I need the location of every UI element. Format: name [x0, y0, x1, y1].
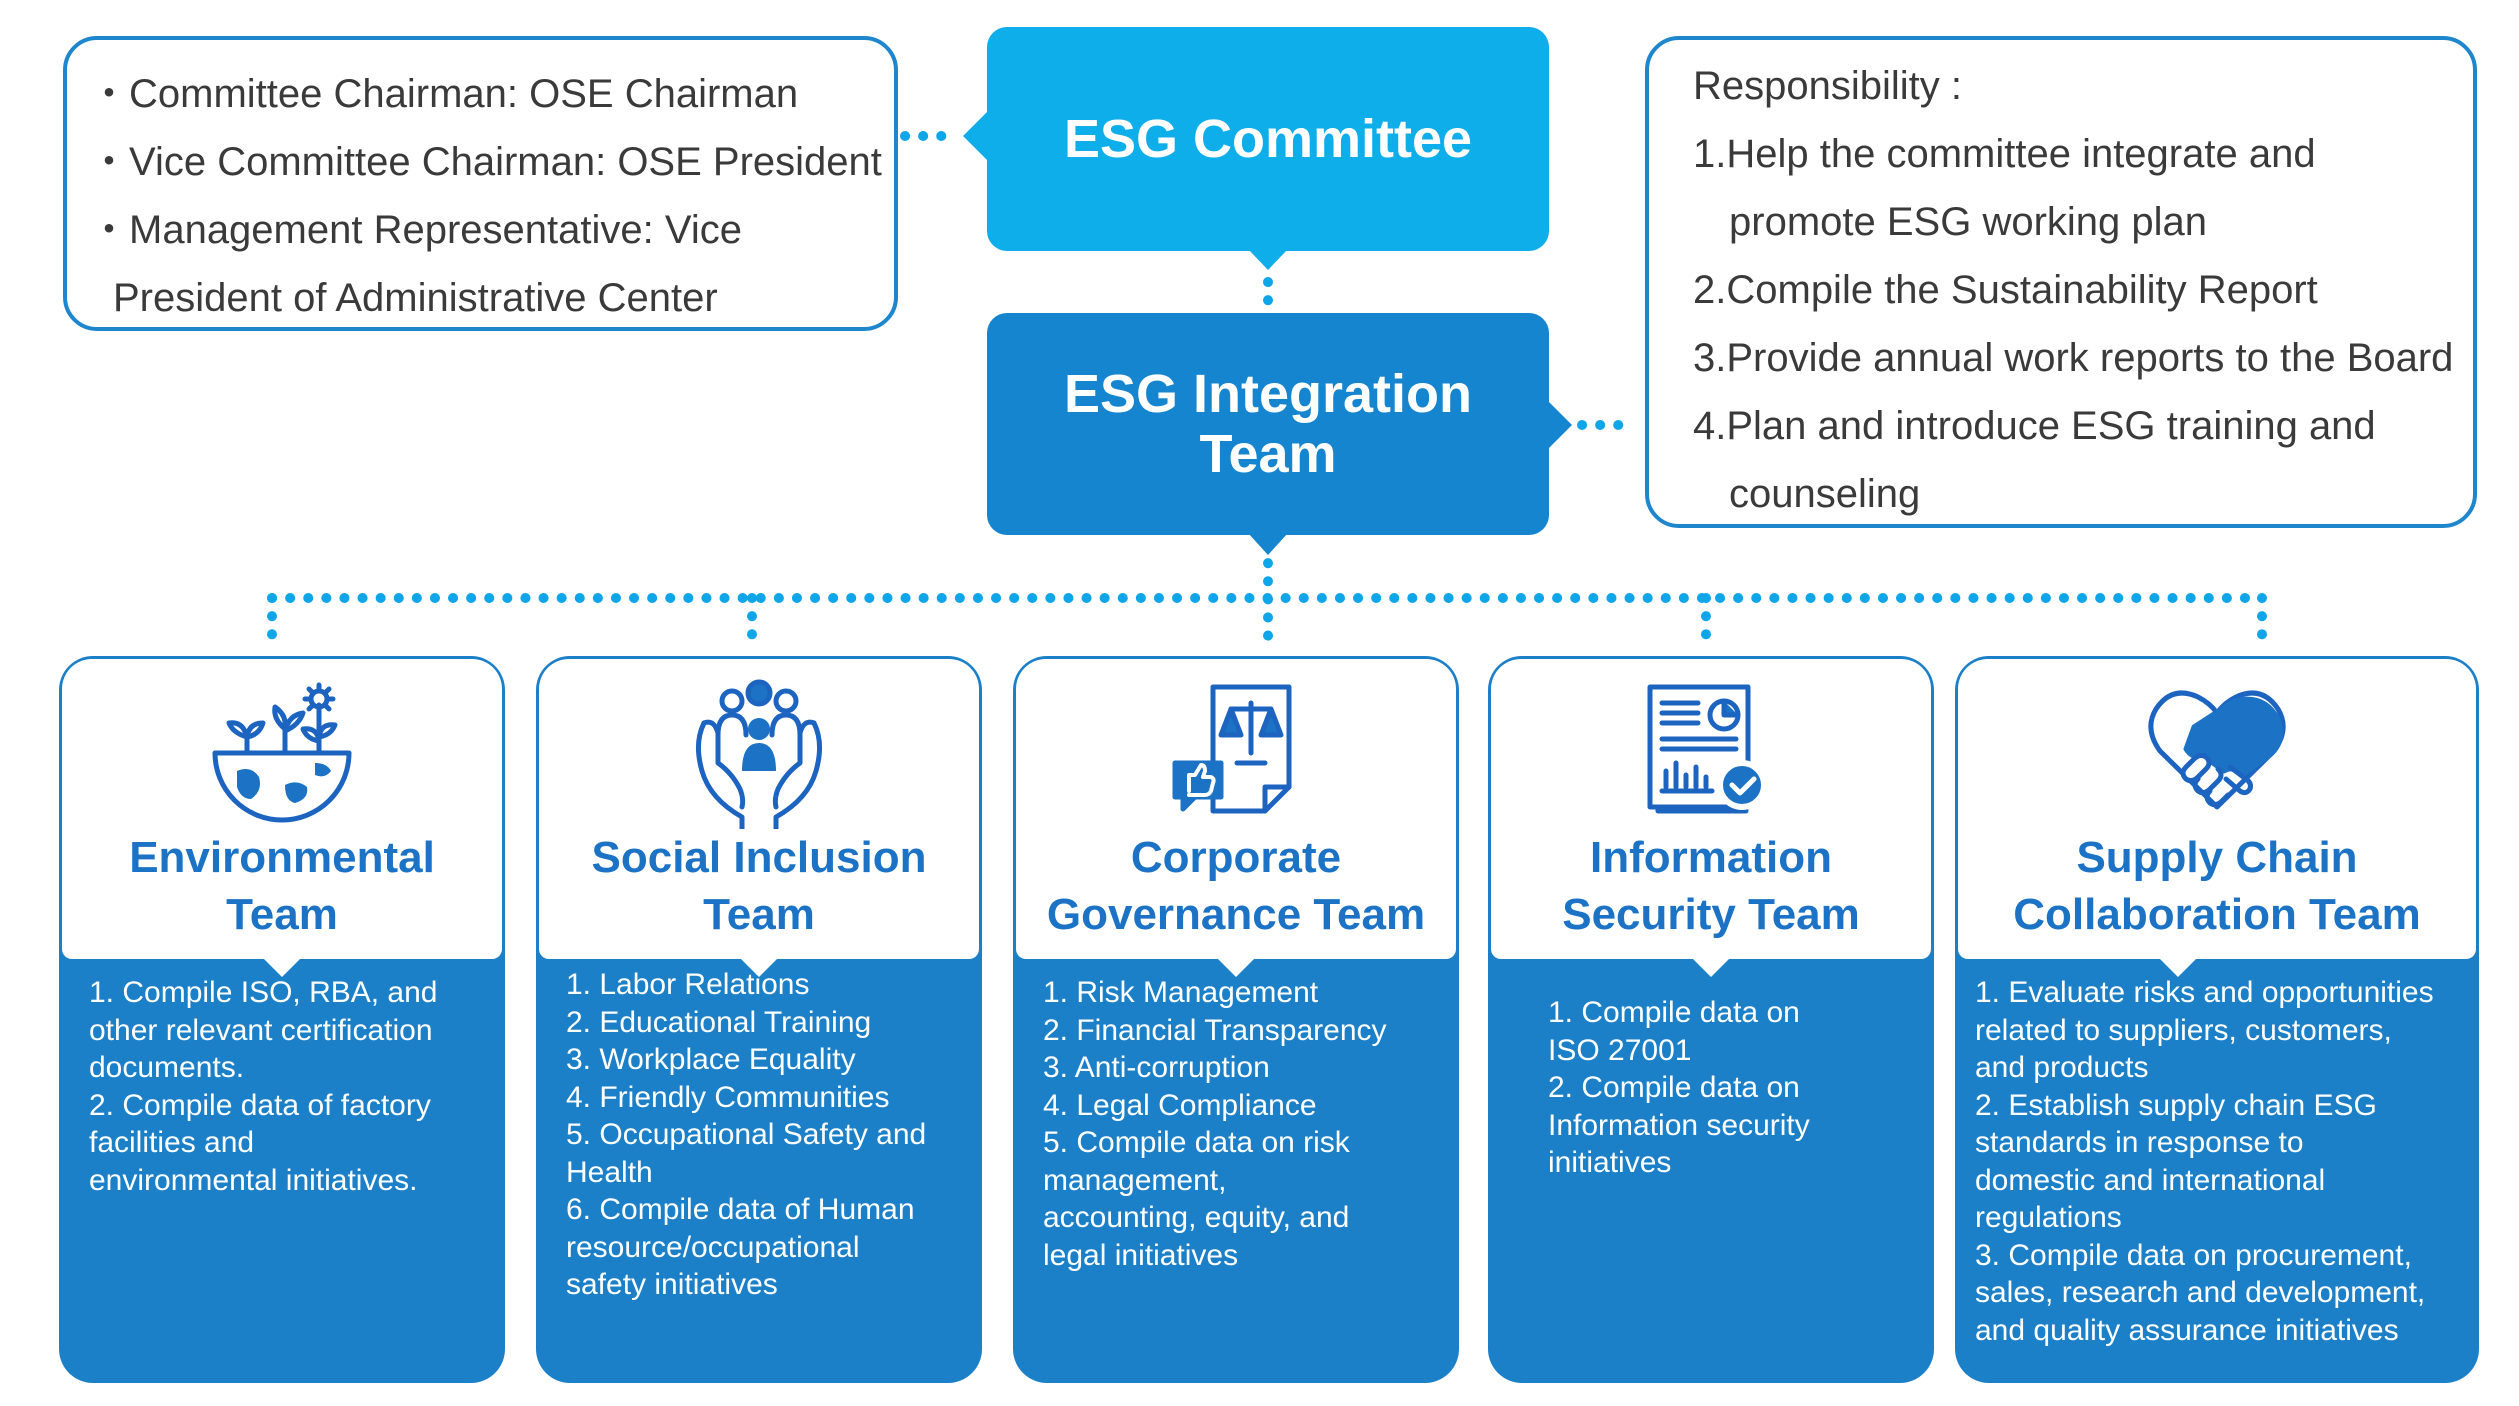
responsibility-heading: Responsibility :	[1693, 64, 1963, 108]
integration-title-line1: ESG Integration	[1063, 364, 1473, 424]
list-item: 2. Educational Training	[566, 1005, 872, 1039]
committee-pointer-down	[1248, 249, 1288, 270]
team-task-list: 1. Evaluate risks and opportunities rela…	[1963, 974, 2475, 1349]
team-header: Information Security Team	[1491, 659, 1931, 977]
globe-plants-icon	[212, 682, 352, 823]
supply-chain-collaboration-team-card: Supply Chain Collaboration Team 1. Evalu…	[1955, 656, 2479, 1383]
committee-members-box: ・Committee Chairman: OSE Chairman ・Vice …	[63, 36, 898, 331]
list-item: management,	[1043, 1163, 1227, 1197]
list-item: 5. Compile data on risk	[1043, 1126, 1350, 1159]
list-item: 4. Legal Compliance	[1043, 1088, 1317, 1122]
scales-document-icon	[1172, 684, 1292, 814]
handshake-heart-icon	[2148, 690, 2286, 810]
team-header: Corporate Governance Team	[1016, 659, 1456, 977]
list-item: regulations	[1975, 1201, 2122, 1234]
list-item: accounting, equity, and	[1043, 1201, 1350, 1234]
responsibility-line: 4.Plan and introduce ESG training and	[1693, 404, 2376, 448]
integration-pointer-down	[1248, 533, 1288, 555]
list-item: ISO 27001	[1548, 1033, 1692, 1067]
list-item: initiatives	[1548, 1146, 1672, 1179]
team-title: Supply Chain Collaboration Team	[2013, 833, 2421, 939]
list-item: 3. Compile data on procurement,	[1975, 1238, 2412, 1272]
list-item: and products	[1975, 1051, 2149, 1084]
list-item: Health	[566, 1155, 653, 1189]
list-item: and quality assurance initiatives	[1975, 1313, 2399, 1347]
chairman-line: ・Committee Chairman: OSE Chairman	[89, 72, 799, 116]
list-item: 3. Workplace Equality	[566, 1043, 856, 1076]
social-inclusion-team-card: Social Inclusion Team 1. Labor Relations…	[536, 656, 982, 1383]
list-item: Information security	[1548, 1108, 1810, 1142]
list-item: related to suppliers, customers,	[1975, 1013, 2392, 1047]
team-header: Supply Chain Collaboration Team	[1958, 659, 2476, 977]
management-representative-line-cont: President of Administrative Center	[113, 276, 718, 320]
list-item: 4. Friendly Communities	[566, 1080, 890, 1114]
team-title: Environmental Team	[129, 833, 435, 939]
list-item: 1. Compile ISO, RBA, and	[89, 976, 438, 1009]
list-item: sales, research and development,	[1975, 1276, 2426, 1309]
team-title: Corporate Governance Team	[1046, 833, 1426, 939]
list-item: 1. Labor Relations	[566, 968, 810, 1001]
list-item: legal initiatives	[1043, 1238, 1239, 1272]
responsibility-line: promote ESG working plan	[1729, 200, 2208, 244]
list-item: 2. Compile data of factory	[89, 1088, 431, 1122]
team-task-list: 1. Compile ISO, RBA, and other relevant …	[77, 974, 501, 1199]
information-security-team-card: Information Security Team 1. Compile dat…	[1488, 656, 1934, 1383]
list-item: facilities and	[89, 1126, 255, 1159]
esg-committee-title: ESG Committee	[1063, 109, 1473, 169]
list-item: 5. Occupational Safety and	[566, 1118, 927, 1151]
list-item: 2. Financial Transparency	[1043, 1013, 1387, 1047]
list-item: 2. Compile data on	[1548, 1071, 1800, 1104]
list-item: resource/occupational	[566, 1230, 860, 1264]
list-item: 2. Establish supply chain ESG	[1975, 1088, 2377, 1122]
committee-pointer-left	[963, 110, 989, 162]
integration-title-line2: Team	[1199, 424, 1337, 484]
responsibility-line: 2.Compile the Sustainability Report	[1693, 268, 2318, 312]
environmental-team-card: Environmental Team 1. Compile ISO, RBA, …	[59, 656, 505, 1383]
hands-people-icon	[696, 679, 822, 829]
team-task-list: 1. Risk Management 2. Financial Transpar…	[1031, 974, 1455, 1274]
management-representative-line: ・Management Representative: Vice	[89, 208, 742, 252]
list-item: environmental initiatives.	[89, 1163, 418, 1197]
list-item: other relevant certification	[89, 1013, 433, 1047]
responsibility-line: 1.Help the committee integrate and	[1693, 132, 2316, 176]
team-task-list: 1. Compile data on ISO 27001 2. Compile …	[1536, 994, 1930, 1182]
team-header: Environmental Team	[62, 659, 502, 977]
list-item: 1. Evaluate risks and opportunities	[1975, 976, 2434, 1009]
responsibility-box: Responsibility : 1.Help the committee in…	[1645, 36, 2477, 528]
list-item: standards in response to	[1975, 1126, 2304, 1159]
list-item: documents.	[89, 1051, 245, 1084]
team-title: Information Security Team	[1562, 833, 1860, 939]
integration-pointer-right	[1547, 400, 1572, 450]
responsibility-line: 3.Provide annual work reports to the Boa…	[1693, 336, 2454, 380]
report-check-icon	[1647, 684, 1767, 814]
esg-committee-box: ESG Committee	[987, 27, 1549, 251]
list-item: domestic and international	[1975, 1163, 2326, 1197]
responsibility-line: counseling	[1729, 472, 1921, 516]
list-item: 6. Compile data of Human	[566, 1193, 915, 1226]
team-title: Social Inclusion Team	[591, 833, 927, 939]
team-header: Social Inclusion Team	[539, 659, 979, 977]
list-item: 1. Compile data on	[1548, 996, 1800, 1029]
esg-integration-team-box: ESG Integration Team	[987, 313, 1549, 535]
corporate-governance-team-card: Corporate Governance Team 1. Risk Manage…	[1013, 656, 1459, 1383]
vice-chairman-line: ・Vice Committee Chairman: OSE President	[89, 140, 882, 184]
team-task-list: 1. Labor Relations 2. Educational Traini…	[554, 966, 978, 1304]
list-item: 3. Anti-corruption	[1043, 1051, 1270, 1084]
list-item: safety initiatives	[566, 1268, 778, 1301]
list-item: 1. Risk Management	[1043, 976, 1319, 1009]
